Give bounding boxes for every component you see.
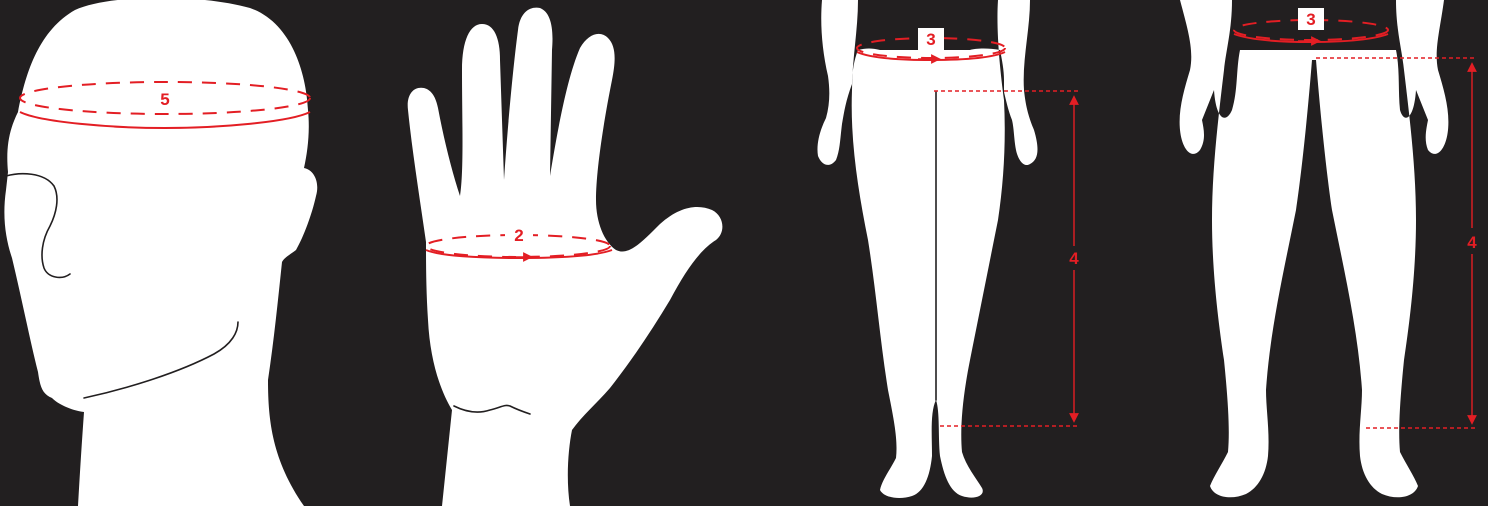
female-waist-label: 3 [926, 30, 935, 49]
body-figure-female: 3 4 [817, 0, 1079, 498]
hand-figure: 2 [408, 8, 723, 506]
head-measure-label: 5 [160, 90, 169, 109]
hand-measure-label: 2 [514, 226, 523, 245]
body-figure-male: 3 4 [1180, 0, 1478, 497]
male-body-silhouette [1180, 0, 1449, 497]
female-body-silhouette [817, 0, 1037, 498]
head-figure: 5 [4, 0, 317, 506]
head-silhouette [4, 0, 317, 506]
female-leg-label: 4 [1069, 249, 1079, 268]
male-leg-label: 4 [1467, 233, 1477, 252]
male-waist-label: 3 [1306, 10, 1315, 29]
